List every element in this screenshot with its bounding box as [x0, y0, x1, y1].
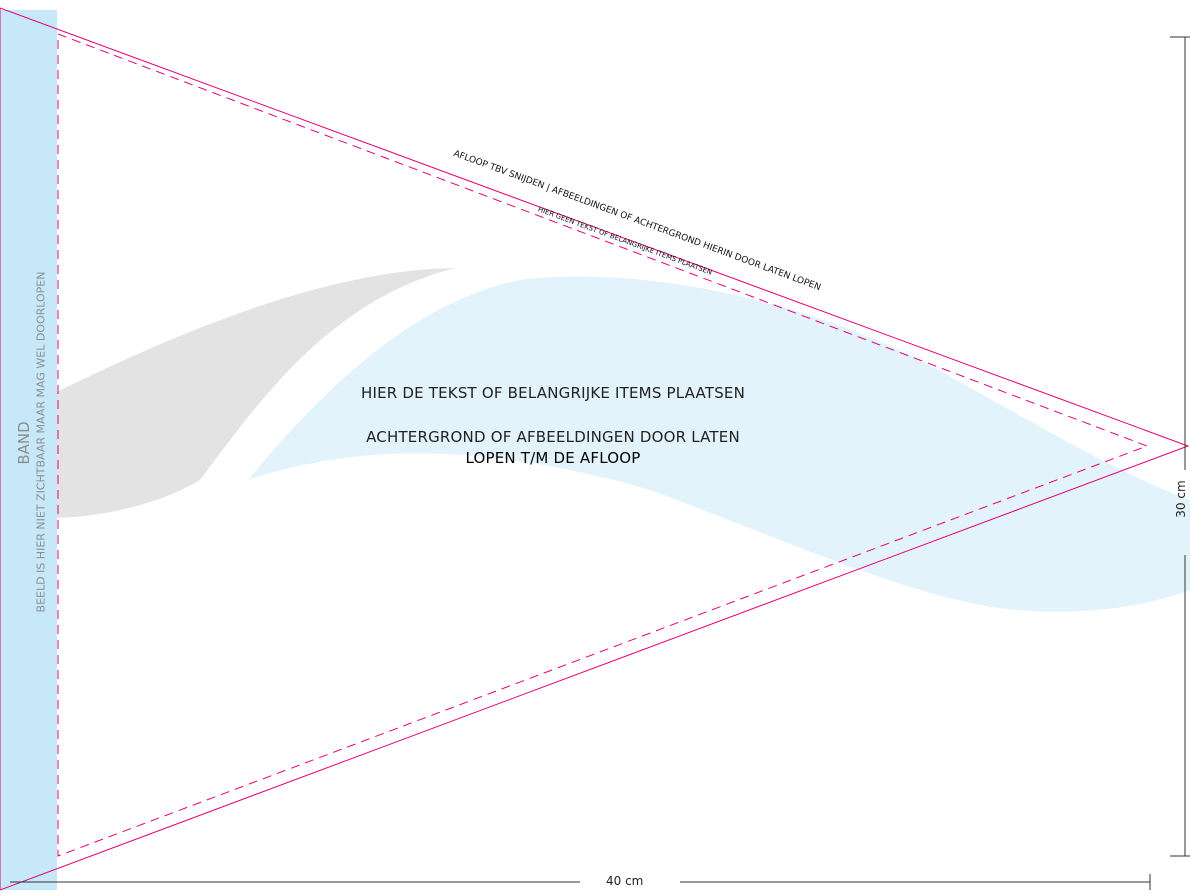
- center-instruction-1: HIER DE TEKST OF BELANGRIJKE ITEMS PLAAT…: [360, 384, 746, 402]
- band-strip: [0, 10, 57, 890]
- band-label: BAND: [15, 421, 33, 465]
- width-dimension: [10, 874, 1151, 890]
- height-label: 30 cm: [1174, 480, 1188, 518]
- center-instruction-3: LOPEN T/M DE AFLOOP: [465, 449, 641, 467]
- grey-wave-shape: [0, 268, 455, 519]
- trim-line: [0, 7, 1190, 891]
- blue-wave-shape: [248, 276, 1190, 612]
- band-note: BEELD IS HIER NIET ZICHTBAAR MAAR MAG WE…: [34, 271, 48, 613]
- width-label: 40 cm: [602, 874, 648, 888]
- height-dimension: [1170, 36, 1190, 857]
- safe-zone-line: [57, 33, 1149, 857]
- center-instruction-2: ACHTERGROND OF AFBEELDINGEN DOOR LATEN: [366, 428, 740, 446]
